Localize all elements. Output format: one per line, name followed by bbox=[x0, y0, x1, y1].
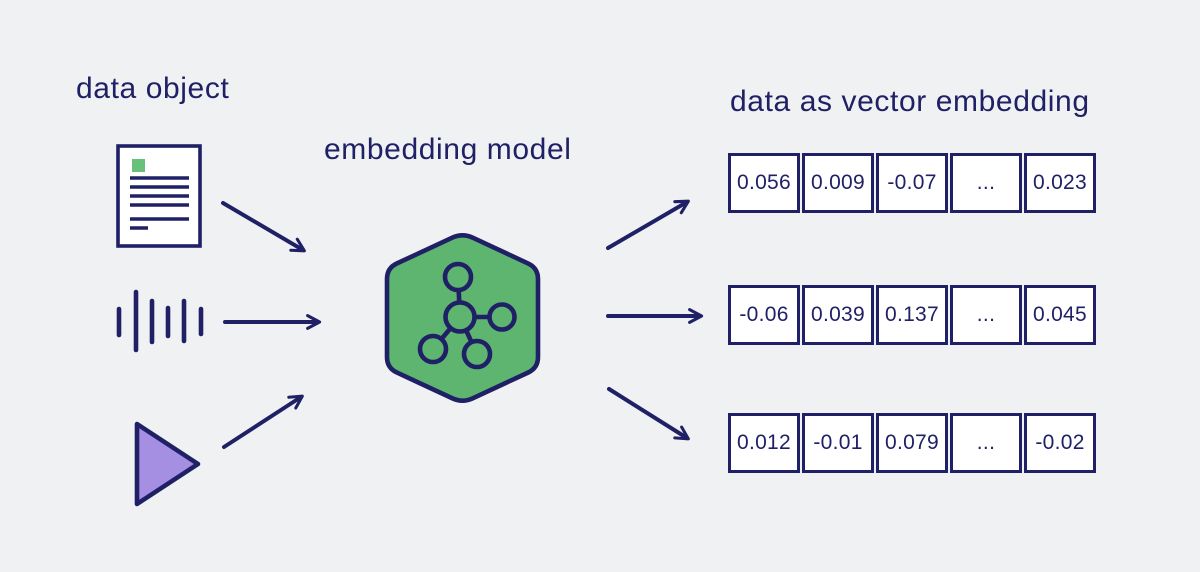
vector-row-3: 0.012 -0.01 0.079 ... -0.02 bbox=[728, 413, 1096, 473]
vector-cell: 0.137 bbox=[876, 285, 948, 345]
arrow-icon bbox=[222, 394, 304, 449]
arrow-icon bbox=[221, 201, 306, 253]
vector-cell: ... bbox=[950, 153, 1022, 213]
graph-node bbox=[461, 338, 493, 370]
document-accent-square bbox=[132, 159, 145, 172]
vector-cell: 0.012 bbox=[728, 413, 800, 473]
graph-node bbox=[442, 261, 474, 293]
vector-cell: 0.045 bbox=[1024, 285, 1096, 345]
embedding-model-label: embedding model bbox=[324, 133, 572, 166]
vector-cell: 0.023 bbox=[1024, 153, 1096, 213]
graph-node bbox=[417, 333, 449, 365]
vector-embedding-label: data as vector embedding bbox=[730, 85, 1090, 118]
arrow-icon bbox=[606, 199, 690, 250]
vector-cell: -0.06 bbox=[728, 285, 800, 345]
vector-cell: ... bbox=[950, 413, 1022, 473]
audio-waveform-icon bbox=[116, 289, 204, 353]
vector-cell: ... bbox=[950, 285, 1022, 345]
hexagon-network-icon bbox=[384, 233, 541, 403]
vector-cell: 0.009 bbox=[802, 153, 874, 213]
arrow-icon bbox=[607, 387, 690, 441]
data-object-label: data object bbox=[76, 72, 230, 105]
play-triangle-icon bbox=[134, 421, 201, 507]
document-icon bbox=[116, 144, 202, 248]
graph-node-center bbox=[443, 300, 477, 334]
vector-row-2: -0.06 0.039 0.137 ... 0.045 bbox=[728, 285, 1096, 345]
vector-row-1: 0.056 0.009 -0.07 ... 0.023 bbox=[728, 153, 1096, 213]
graph-node bbox=[487, 302, 517, 332]
vector-cell: -0.07 bbox=[876, 153, 948, 213]
vector-cell: 0.079 bbox=[876, 413, 948, 473]
vector-cell: 0.039 bbox=[802, 285, 874, 345]
vector-cell: 0.056 bbox=[728, 153, 800, 213]
vector-cell: -0.02 bbox=[1024, 413, 1096, 473]
vector-cell: -0.01 bbox=[802, 413, 874, 473]
